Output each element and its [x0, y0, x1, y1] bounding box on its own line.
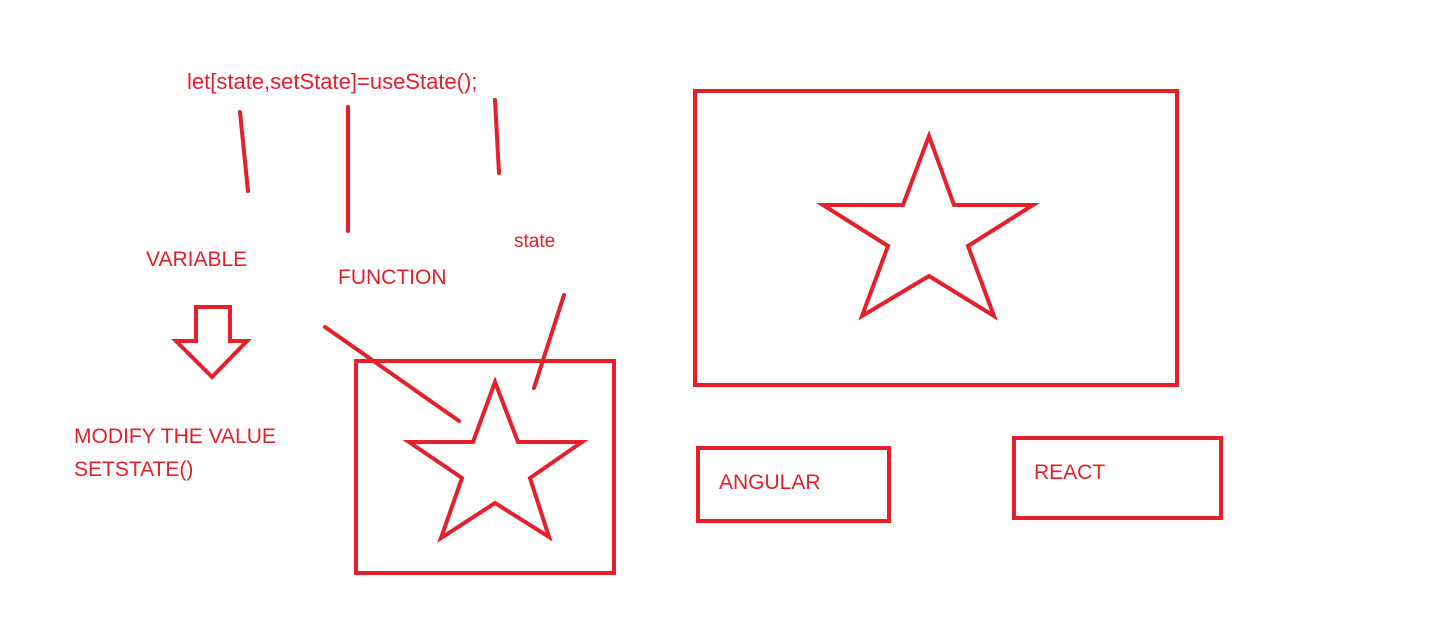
pointer-line-state	[493, 98, 501, 175]
react-label: REACT	[1034, 461, 1106, 484]
react-box	[1012, 436, 1223, 520]
small-star-box	[354, 359, 616, 575]
setstate-label: SETSTATE()	[74, 458, 194, 481]
down-arrow-icon	[171, 305, 252, 380]
connector-line-state	[532, 293, 566, 390]
small-star-icon	[402, 376, 589, 543]
angular-box	[696, 446, 891, 523]
connector-line-function	[323, 325, 461, 423]
code-annotation: let[state,setState]=useState();	[187, 69, 478, 94]
large-star-icon	[816, 130, 1040, 321]
large-star-box	[693, 89, 1179, 387]
modify-value-label: MODIFY THE VALUE	[74, 425, 276, 448]
state-label: state	[514, 231, 556, 252]
pointer-line-variable	[238, 110, 250, 193]
function-label: FUNCTION	[338, 266, 447, 289]
angular-label: ANGULAR	[719, 471, 821, 494]
variable-label: VARIABLE	[146, 248, 248, 271]
